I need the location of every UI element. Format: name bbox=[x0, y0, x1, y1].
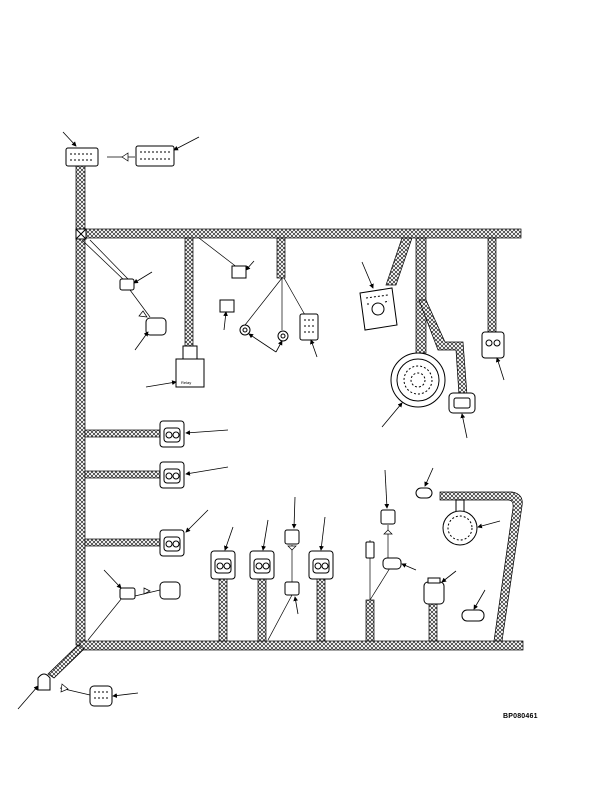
connector-bottom-1 bbox=[210, 550, 236, 580]
relay-connector: Relay bbox=[175, 345, 205, 388]
connector-small-center-4 bbox=[382, 557, 402, 570]
harness-branch-2 bbox=[84, 470, 161, 479]
relay-label: Relay bbox=[181, 380, 191, 385]
harness-branch-3 bbox=[84, 538, 161, 547]
connector-multi-pin bbox=[299, 313, 319, 341]
connector-small-top-1 bbox=[231, 265, 247, 279]
connectors: Relay bbox=[37, 145, 505, 707]
connector-bottom-3 bbox=[308, 550, 334, 580]
harness-corner-diagonal bbox=[47, 644, 85, 679]
connector-branch-1 bbox=[159, 420, 185, 448]
harness-drop-right bbox=[487, 237, 497, 334]
harness-diagonal-plug bbox=[385, 237, 413, 286]
connector-small-oval bbox=[415, 487, 433, 499]
harness-drop-ecu bbox=[415, 237, 427, 354]
harness-bottom-trunk bbox=[79, 640, 524, 651]
connector-right-drop bbox=[481, 331, 505, 359]
harness-rise-4 bbox=[365, 599, 375, 642]
drawing-id: BP080461 bbox=[503, 713, 538, 720]
harness-rise-1 bbox=[218, 577, 228, 642]
harness-right-curve bbox=[439, 491, 523, 642]
connector-inline-pin bbox=[365, 541, 375, 559]
connector-header-left bbox=[65, 147, 99, 167]
connector-lower-right-1 bbox=[423, 577, 445, 605]
connector-bottom-2 bbox=[249, 550, 275, 580]
connector-small-diag-2 bbox=[145, 317, 167, 336]
harness-drop-mid bbox=[276, 237, 286, 279]
connector-header-right bbox=[135, 145, 175, 167]
connector-large-round bbox=[390, 352, 446, 408]
connector-small-center-1 bbox=[284, 529, 300, 545]
connector-small-center-3 bbox=[380, 509, 396, 525]
connector-bottom-left-large bbox=[89, 685, 113, 707]
connector-bottom-left-small-2 bbox=[159, 581, 181, 600]
harness-rise-3 bbox=[316, 577, 326, 642]
leader-arrows bbox=[17, 131, 505, 710]
connector-small-top-2 bbox=[219, 299, 235, 313]
connector-branch-2 bbox=[159, 461, 185, 489]
connector-corner bbox=[37, 673, 51, 691]
wire-direction-arrows bbox=[60, 152, 393, 693]
ring-terminal-1 bbox=[239, 324, 251, 336]
connector-small-center-2 bbox=[284, 581, 300, 596]
connector-branch-3 bbox=[159, 529, 185, 557]
connector-square-tilted bbox=[359, 287, 398, 331]
connector-medium-round bbox=[442, 499, 478, 546]
harness-rise-2 bbox=[257, 577, 267, 642]
harness-top-trunk bbox=[77, 228, 522, 239]
connector-lower-right-2 bbox=[461, 609, 485, 622]
harness-drop-relay bbox=[184, 237, 194, 349]
harness-branch-1 bbox=[84, 429, 161, 438]
connector-bottom-left-small-1 bbox=[119, 587, 136, 600]
harness-rise-5 bbox=[428, 603, 438, 642]
ring-terminal-2 bbox=[277, 330, 289, 342]
connector-small-diag-1 bbox=[119, 278, 135, 291]
connector-oval-right bbox=[448, 392, 476, 414]
